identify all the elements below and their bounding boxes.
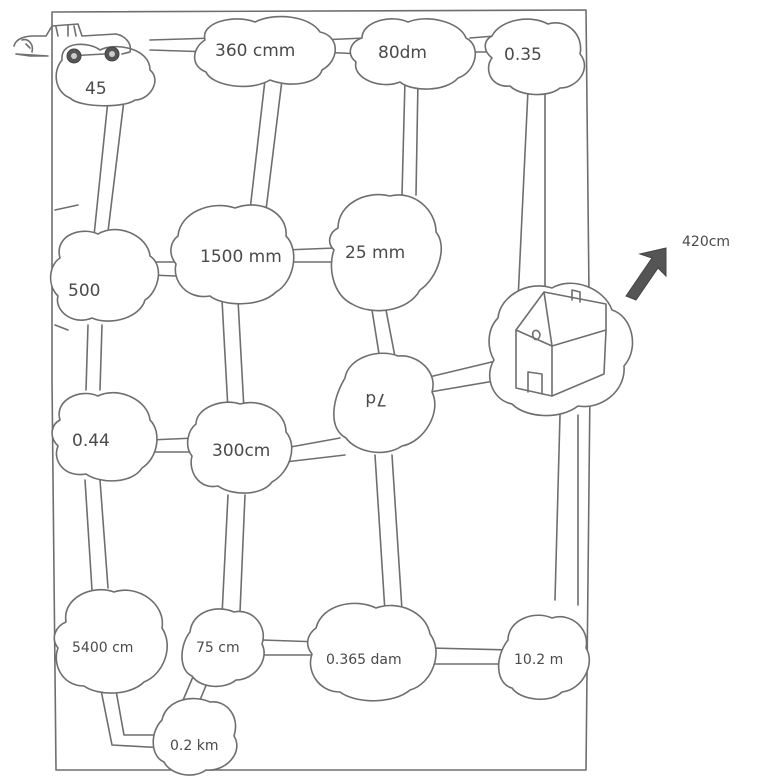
- station-360: [193, 15, 336, 88]
- station-80dm: [349, 18, 477, 90]
- station-044: [51, 391, 158, 482]
- arrow-icon: [625, 247, 667, 301]
- station-300cm: [186, 401, 293, 494]
- row3-value-2: 300cm: [212, 441, 270, 461]
- arrow-value: 420cm: [682, 234, 730, 250]
- bottom-value-2: 75 cm: [196, 640, 240, 656]
- top-value-2: 80dm: [378, 43, 427, 63]
- start-value: 45: [85, 79, 107, 99]
- bottom-value-5: 0.2 km: [170, 738, 218, 754]
- car-icon: [13, 23, 132, 64]
- station-102: [497, 614, 591, 700]
- station-500: [49, 228, 160, 322]
- house-icon: [515, 289, 607, 397]
- value-labels: 45 360 cmm 80dm 0.35 500 1500 mm 25 mm 0…: [68, 41, 730, 754]
- top-value-3: 0.35: [504, 45, 542, 65]
- station-25mm: [328, 193, 442, 312]
- row2-value-1: 500: [68, 281, 100, 301]
- station-house: [488, 282, 634, 417]
- bottom-value-4: 10.2 m: [514, 652, 563, 668]
- station-5400: [53, 588, 168, 694]
- bottom-value-1: 5400 cm: [72, 640, 133, 656]
- station-1500: [170, 204, 295, 305]
- stations: [49, 15, 634, 776]
- row2-value-2: 1500 mm: [200, 247, 282, 267]
- row3-value-1: 0.44: [72, 431, 110, 451]
- maze-border: [51, 9, 591, 771]
- station-02km: [152, 697, 238, 776]
- top-value-1: 360 cmm: [215, 41, 295, 61]
- station-start: [55, 43, 156, 107]
- row3-value-3: 7d: [365, 389, 387, 409]
- station-75cm: [181, 608, 265, 688]
- station-035: [484, 18, 586, 96]
- station-0365: [306, 602, 437, 702]
- station-7d: [333, 352, 436, 454]
- row2-value-3: 25 mm: [345, 243, 405, 263]
- bottom-value-3: 0.365 dam: [326, 652, 402, 668]
